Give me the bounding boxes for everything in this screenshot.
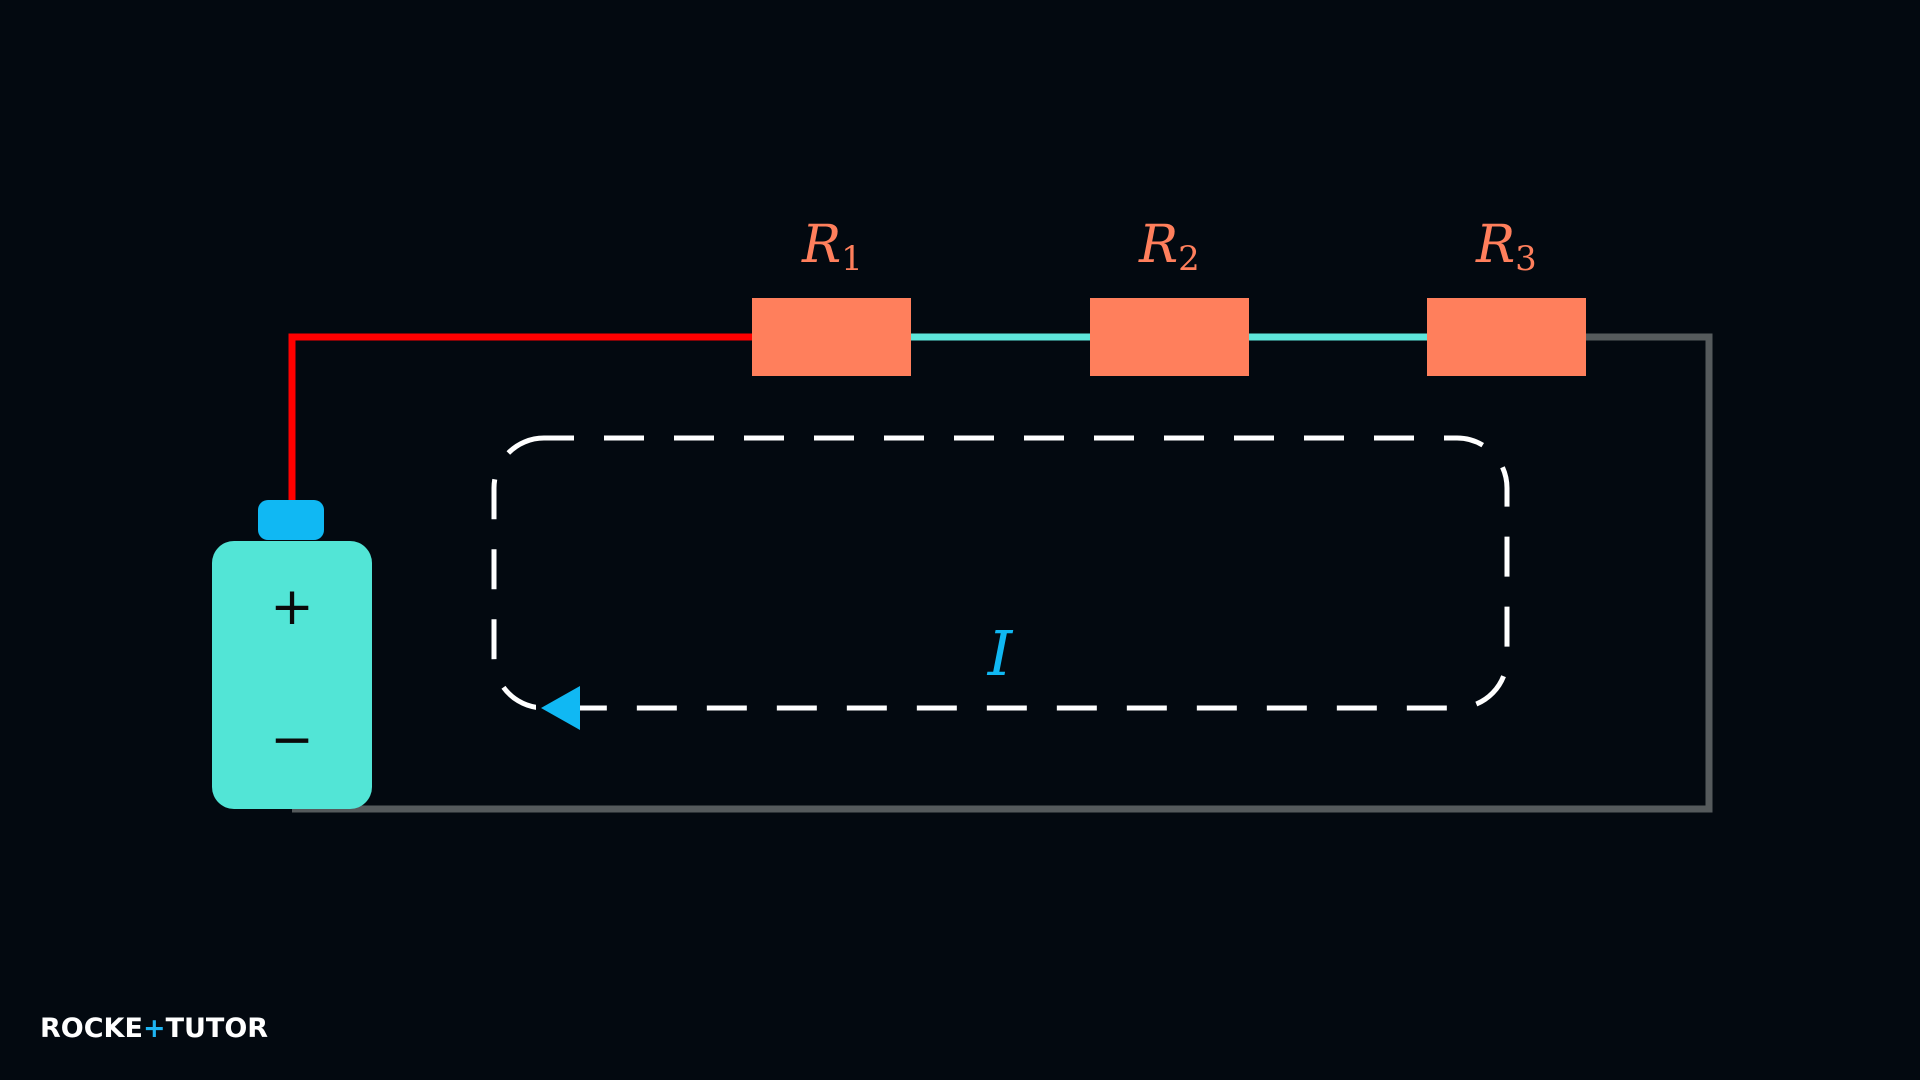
resistor-r1 [752,298,911,376]
battery-body [212,541,372,809]
current-label: I [987,617,1014,690]
resistor-r1-label: R1 [801,215,863,279]
return-wire [292,333,1713,813]
logo-plus-icon: + [142,1012,166,1044]
battery-cap [258,500,324,540]
positive-wire [288,333,752,502]
resistor-r2 [1090,298,1249,376]
resistor-r2-label: R2 [1138,215,1200,279]
current-loop [491,435,1510,711]
logo-text-rocke: ROCKE [40,1012,143,1044]
resistor-r3-label: R3 [1475,215,1537,279]
logo-text-r: R [247,1012,269,1044]
current-direction-arrow-icon [541,686,580,730]
logo-text-tuto: TUTO [165,1012,248,1044]
resistor-r3 [1427,298,1586,376]
battery-negative-sign: − [270,710,314,770]
battery-positive-sign: + [270,577,314,637]
